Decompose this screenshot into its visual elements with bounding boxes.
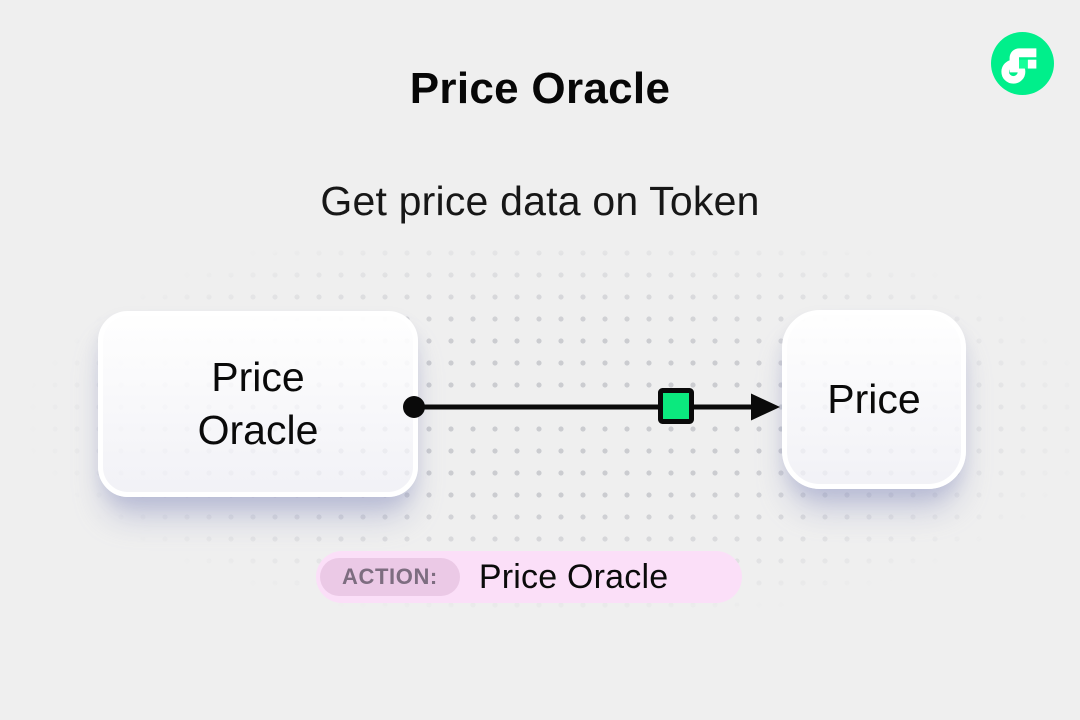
node-price-oracle[interactable]: Price Oracle	[98, 311, 418, 497]
node-price[interactable]: Price	[782, 310, 966, 489]
page-title: Price Oracle	[409, 64, 671, 113]
flow-logo-icon	[991, 32, 1054, 95]
action-value: Price Oracle	[478, 557, 669, 596]
page-subtitle: Get price data on Token	[320, 178, 760, 224]
node-price-label: Price	[827, 376, 921, 422]
flow-logo-stem	[1009, 48, 1037, 73]
connector-handle-square[interactable]	[658, 388, 694, 424]
node-price-oracle-label: Price Oracle	[197, 353, 319, 453]
action-label-badge: ACTION:	[320, 558, 460, 596]
flow-logo-notch	[1019, 59, 1028, 69]
flow-logo-crossbar	[1027, 59, 1037, 69]
action-bar: ACTION: Price Oracle	[316, 551, 742, 603]
